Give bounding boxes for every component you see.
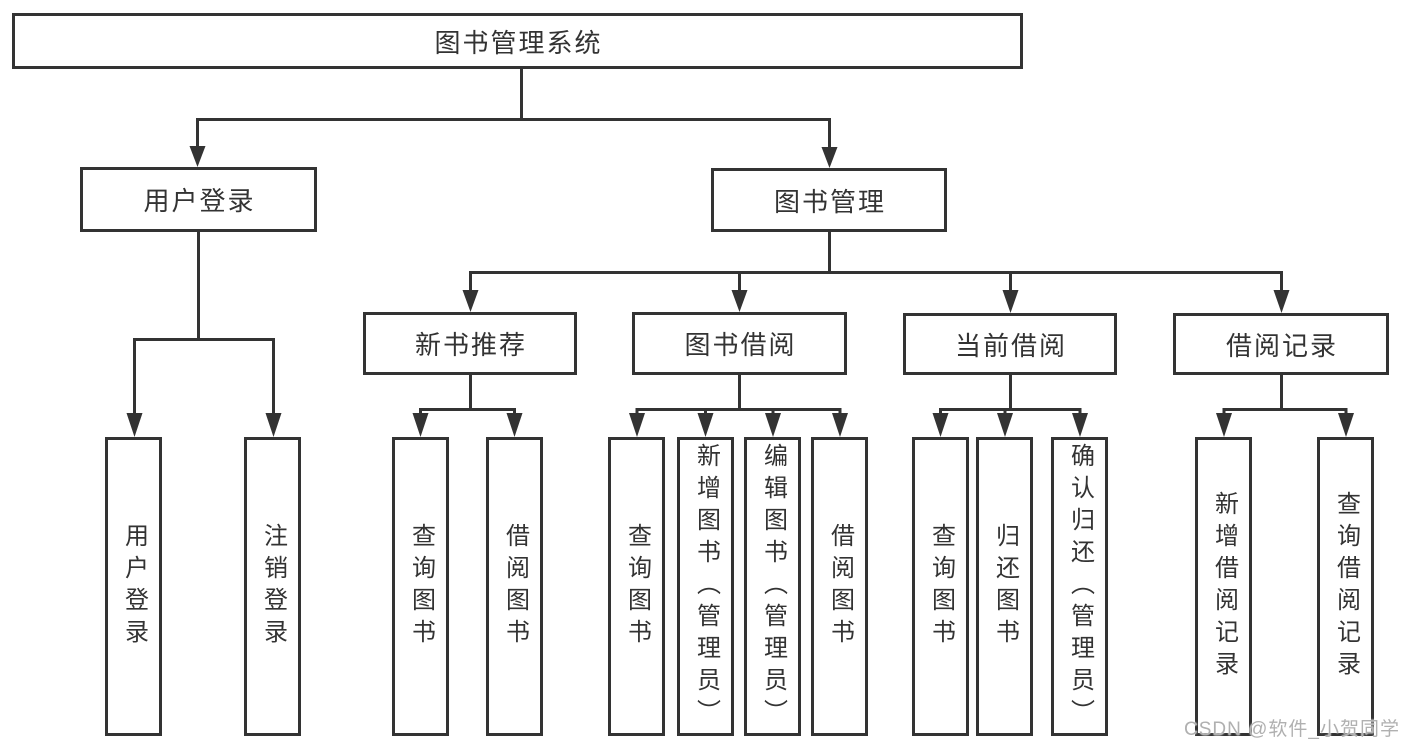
node-leaf-nbr-borrow-books: 借阅图书 bbox=[486, 437, 543, 736]
node-label: 新增图书（管理员） bbox=[692, 442, 720, 731]
node-book-management: 图书管理 bbox=[711, 168, 947, 232]
node-label: 查询图书 bbox=[623, 522, 651, 651]
node-leaf-cb-confirm-return-admin: 确认归还（管理员） bbox=[1051, 437, 1108, 736]
node-label: 新增借阅记录 bbox=[1210, 490, 1238, 683]
node-leaf-nbr-query-books: 查询图书 bbox=[392, 437, 449, 736]
node-label: 借阅记录 bbox=[1225, 330, 1338, 361]
node-leaf-bb-add-books-admin: 新增图书（管理员） bbox=[677, 437, 734, 736]
node-label: 归还图书 bbox=[991, 522, 1019, 651]
node-leaf-bb-borrow-books: 借阅图书 bbox=[811, 437, 868, 736]
node-book-borrowing: 图书借阅 bbox=[632, 312, 847, 375]
node-label: 编辑图书（管理员） bbox=[759, 442, 787, 731]
node-label: 查询图书 bbox=[927, 522, 955, 651]
node-label: 借阅图书 bbox=[501, 522, 529, 651]
node-label: 用户登录 bbox=[143, 186, 256, 216]
node-leaf-bb-query-books: 查询图书 bbox=[608, 437, 665, 736]
node-label: 借阅图书 bbox=[826, 522, 854, 651]
node-label: 确认归还（管理员） bbox=[1066, 442, 1094, 731]
node-label: 图书借阅 bbox=[684, 330, 797, 360]
node-leaf-cb-return-books: 归还图书 bbox=[976, 437, 1033, 736]
node-leaf-bb-edit-books-admin: 编辑图书（管理员） bbox=[744, 437, 801, 736]
node-leaf-user-login: 用户登录 bbox=[105, 437, 162, 736]
node-leaf-br-add-record: 新增借阅记录 bbox=[1195, 437, 1252, 736]
node-system-root: 图书管理系统 bbox=[12, 13, 1023, 69]
node-new-book-recommend: 新书推荐 bbox=[363, 312, 577, 375]
node-label: 新书推荐 bbox=[414, 330, 527, 360]
node-current-borrowing: 当前借阅 bbox=[903, 313, 1117, 375]
node-label: 当前借阅 bbox=[954, 330, 1067, 361]
node-label: 图书管理系统 bbox=[434, 27, 603, 58]
node-label: 查询图书 bbox=[407, 522, 435, 651]
node-leaf-br-query-record: 查询借阅记录 bbox=[1317, 437, 1374, 736]
node-user-login: 用户登录 bbox=[80, 167, 317, 232]
node-leaf-cb-query-books: 查询图书 bbox=[912, 437, 969, 736]
node-leaf-logout: 注销登录 bbox=[244, 437, 301, 736]
node-borrowing-records: 借阅记录 bbox=[1173, 313, 1389, 375]
node-label: 图书管理 bbox=[773, 186, 886, 217]
node-label: 注销登录 bbox=[259, 522, 287, 651]
watermark: CSDN @软件_小贺同学 bbox=[1184, 719, 1400, 740]
node-label: 用户登录 bbox=[120, 522, 148, 651]
node-label: 查询借阅记录 bbox=[1332, 490, 1360, 683]
